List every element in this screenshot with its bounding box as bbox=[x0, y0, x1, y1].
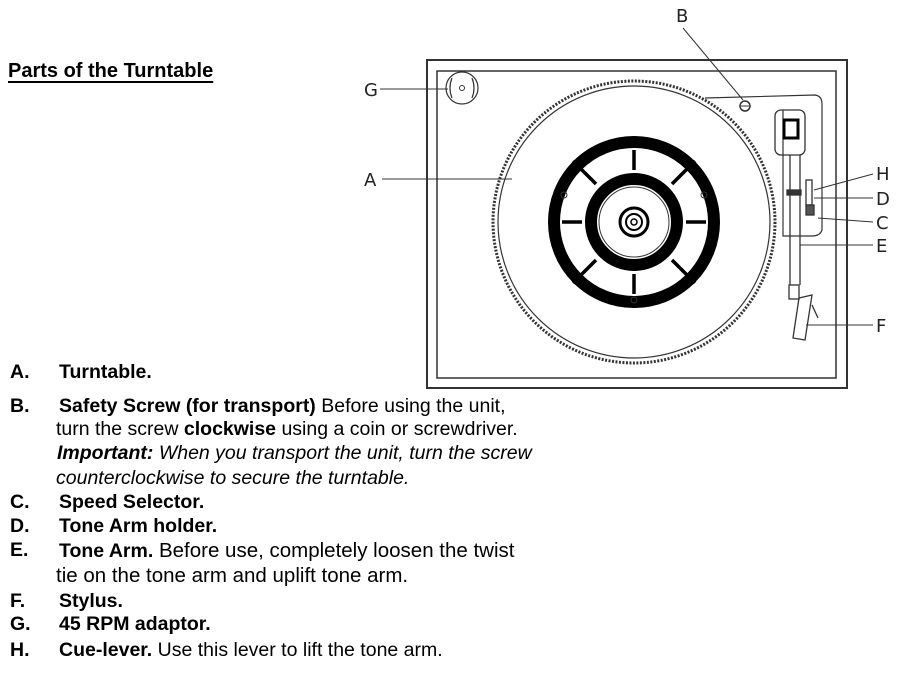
label-h: H bbox=[876, 164, 890, 185]
tone-arm bbox=[774, 109, 819, 341]
mat-ring bbox=[548, 136, 720, 308]
item-name: Turntable. bbox=[59, 361, 152, 383]
item-name: Cue-lever. bbox=[59, 639, 153, 661]
item-name: 45 RPM adaptor. bbox=[59, 613, 211, 635]
item-b-line4: counterclockwise to secure the turntable… bbox=[56, 466, 409, 490]
item-b-important: Important: When you transport the unit, … bbox=[57, 441, 532, 465]
item-e-line2: tie on the tone arm and uplift tone arm. bbox=[56, 564, 409, 587]
item-desc: Use this lever to lift the tone arm. bbox=[152, 639, 443, 661]
text: using a coin or screwdriver. bbox=[276, 418, 518, 440]
mat-spokes bbox=[562, 150, 706, 294]
text: turn the screw bbox=[56, 418, 184, 440]
item-desc: Before use, completely loosen the twist bbox=[153, 539, 515, 562]
label-g: G bbox=[364, 80, 378, 101]
item-f: Stylus. bbox=[59, 589, 123, 613]
platter bbox=[491, 79, 777, 365]
spindle bbox=[618, 206, 650, 238]
item-letter: H. bbox=[10, 639, 30, 661]
item-name: Safety Screw (for transport) bbox=[59, 395, 316, 417]
item-name: Speed Selector. bbox=[59, 491, 205, 513]
hub-ring bbox=[585, 173, 683, 271]
item-letter: A. bbox=[10, 361, 30, 383]
item-a: Turntable. bbox=[59, 360, 152, 384]
label-e: E bbox=[876, 236, 887, 257]
item-c: Speed Selector. bbox=[59, 490, 204, 514]
page-title: Parts of the Turntable bbox=[8, 60, 214, 82]
item-b: Safety Screw (for transport) Before usin… bbox=[59, 394, 506, 418]
item-g: 45 RPM adaptor. bbox=[59, 612, 211, 636]
item-h: Cue-lever. Use this lever to lift the to… bbox=[59, 638, 443, 662]
label-f: F bbox=[876, 316, 886, 337]
item-letter: C. bbox=[10, 491, 30, 513]
item-name: Tone Arm. bbox=[59, 540, 154, 562]
arm-base-outline bbox=[704, 94, 823, 237]
item-e: Tone Arm. Before use, completely loosen … bbox=[59, 539, 514, 563]
item-desc: Before using the unit, bbox=[315, 395, 506, 417]
item-name: Tone Arm holder. bbox=[59, 515, 218, 537]
item-d: Tone Arm holder. bbox=[59, 514, 217, 538]
adaptor-icon bbox=[445, 71, 479, 105]
text: counterclockwise to secure the turntable… bbox=[56, 467, 410, 489]
safety-screw-icon bbox=[739, 100, 751, 112]
text: When you transport the unit, turn the sc… bbox=[153, 442, 532, 464]
plinth-outer bbox=[426, 59, 848, 389]
leader-lines bbox=[380, 27, 874, 326]
emphasis: clockwise bbox=[183, 418, 277, 440]
item-name: Stylus. bbox=[59, 590, 123, 612]
item-letter: B. bbox=[10, 395, 30, 417]
item-letter: F. bbox=[10, 590, 26, 612]
item-letter: E. bbox=[10, 539, 29, 561]
plinth-inner bbox=[436, 70, 837, 379]
item-b-line2: turn the screw clockwise using a coin or… bbox=[56, 417, 518, 441]
label-a: A bbox=[364, 170, 377, 191]
item-letter: G. bbox=[10, 613, 31, 635]
label-b: B bbox=[676, 6, 688, 27]
label-d: D bbox=[876, 189, 890, 210]
item-letter: D. bbox=[10, 515, 30, 537]
important-label: Important: bbox=[57, 442, 154, 464]
label-c: C bbox=[876, 213, 889, 234]
